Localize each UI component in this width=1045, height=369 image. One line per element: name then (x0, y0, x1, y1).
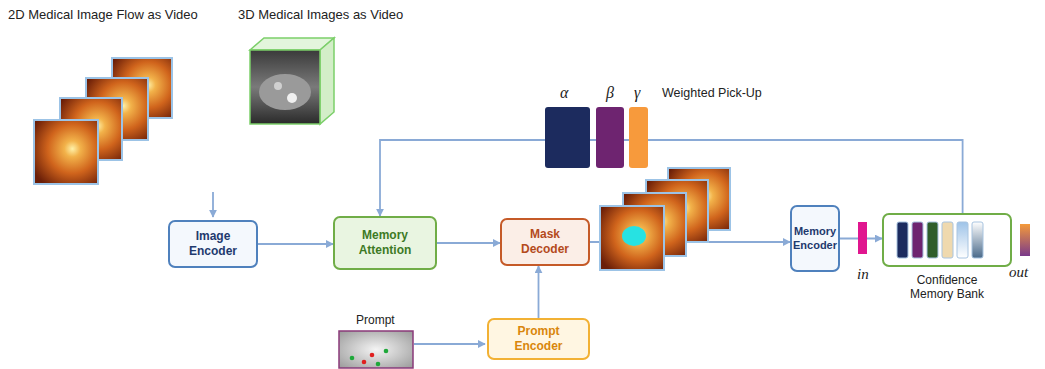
encoder-box: Image Encoder (168, 220, 258, 268)
input-arrow (212, 192, 214, 217)
weight-bars (545, 107, 648, 168)
output-bar (1020, 224, 1030, 256)
io-label: in (857, 266, 869, 283)
bank-heading: Confidence Memory Bank (902, 273, 992, 302)
box-text-group: Prompt Encoder (494, 324, 583, 354)
feedback-label: Weighted Pick-Up (662, 86, 762, 100)
box-text-group: Memory Attention (340, 228, 430, 258)
ct-cube (250, 38, 334, 124)
box-label: Prompt Encoder (494, 324, 583, 354)
input-caption: 3D Medical Images as Video (238, 7, 403, 22)
box-text-group: Memory Encoder (793, 225, 837, 253)
weight-symbol: β (606, 84, 614, 102)
decoder-box: Mask Decoder (500, 218, 590, 266)
prompt-image (339, 331, 413, 368)
memory-bank: Confidence Memory Bank (882, 213, 1012, 302)
input-caption: 2D Medical Image Flow as Video (8, 7, 198, 22)
flow-connector (258, 243, 333, 245)
box-text-group: Mask Decoder (507, 227, 583, 257)
box-label: Memory Encoder (793, 225, 837, 253)
box-text-group: Image Encoder (175, 229, 251, 259)
box-label: Image Encoder (175, 229, 251, 259)
io-label: out (1009, 264, 1028, 281)
bank-bars (897, 222, 983, 258)
weight-symbol: α (560, 84, 568, 102)
prompt-label: Prompt (356, 313, 395, 327)
prompt-arrow (414, 343, 485, 345)
flow-connector (437, 242, 500, 244)
output-stack (600, 168, 730, 270)
attention-box: Memory Attention (333, 216, 437, 270)
fundus-stack (34, 58, 172, 184)
bank-outline (882, 213, 1012, 267)
box-label: Memory Attention (340, 228, 430, 258)
prompt-encoder-box: Prompt Encoder (487, 318, 590, 360)
memory-encoder-box: Memory Encoder (790, 205, 840, 272)
input-bar (858, 222, 867, 254)
weight-symbol: γ (634, 84, 640, 102)
flow-connector (538, 266, 540, 318)
box-label: Mask Decoder (507, 227, 583, 257)
